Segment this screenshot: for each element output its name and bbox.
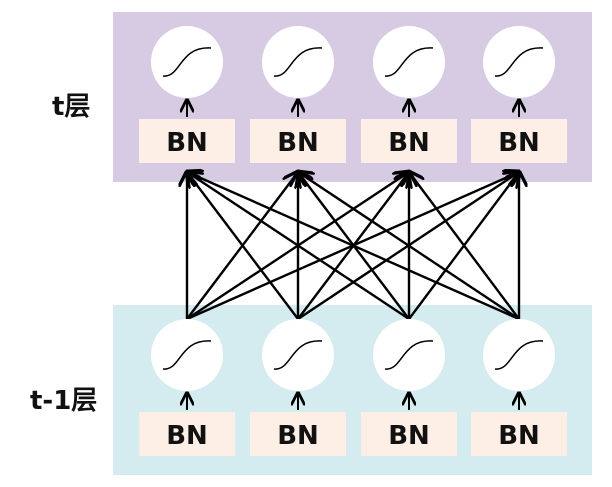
bn-label: BN xyxy=(277,128,319,158)
edge-2-to-1 xyxy=(187,172,299,320)
bn-label: BN xyxy=(166,421,208,451)
neuron-top-1: BN xyxy=(139,26,235,163)
bn-box xyxy=(361,119,457,163)
layer-label-t: t层 xyxy=(52,92,91,122)
sigmoid-icon xyxy=(273,47,323,77)
layer-label-t-minus-1: t-1层 xyxy=(30,386,98,416)
neuron-circle xyxy=(373,319,445,391)
bn-label: BN xyxy=(498,421,540,451)
neuron-bottom-1: BN xyxy=(139,319,235,456)
bn-box xyxy=(250,119,346,163)
bn-box xyxy=(471,412,567,456)
edge-4-to-1 xyxy=(187,172,520,321)
neuron-circle xyxy=(483,319,555,391)
bn-label: BN xyxy=(166,128,208,158)
neuron-top-2: BN xyxy=(250,26,346,163)
neuron-circle xyxy=(262,319,334,391)
neuron-bottom-3: BN xyxy=(361,319,457,456)
sigmoid-icon xyxy=(494,47,544,77)
bn-label: BN xyxy=(388,128,430,158)
bn-label: BN xyxy=(498,128,540,158)
bn-label: BN xyxy=(388,421,430,451)
neuron-circle xyxy=(373,26,445,98)
edge-4-to-3 xyxy=(409,172,520,320)
sigmoid-icon xyxy=(162,340,212,370)
sigmoid-icon xyxy=(162,47,212,77)
sigmoid-icon xyxy=(384,47,434,77)
edge-4-to-2 xyxy=(298,172,520,320)
bn-box xyxy=(250,412,346,456)
sigmoid-icon xyxy=(384,340,434,370)
neuron-circle xyxy=(151,319,223,391)
neuron-circle xyxy=(483,26,555,98)
bn-label: BN xyxy=(277,421,319,451)
sigmoid-icon xyxy=(494,340,544,370)
bn-box xyxy=(361,412,457,456)
neuron-circle xyxy=(151,26,223,98)
sigmoid-icon xyxy=(273,340,323,370)
neuron-bottom-4: BN xyxy=(471,319,567,456)
neuron-circle xyxy=(262,26,334,98)
edge-3-to-1 xyxy=(187,172,410,321)
connection-edges xyxy=(187,172,520,321)
neuron-top-4: BN xyxy=(471,26,567,163)
neuron-units: BN BN BN BN BN BN BN BN xyxy=(139,26,567,456)
neuron-top-3: BN xyxy=(361,26,457,163)
bn-box xyxy=(139,412,235,456)
neuron-bottom-2: BN xyxy=(250,319,346,456)
bn-box xyxy=(139,119,235,163)
bn-box xyxy=(471,119,567,163)
